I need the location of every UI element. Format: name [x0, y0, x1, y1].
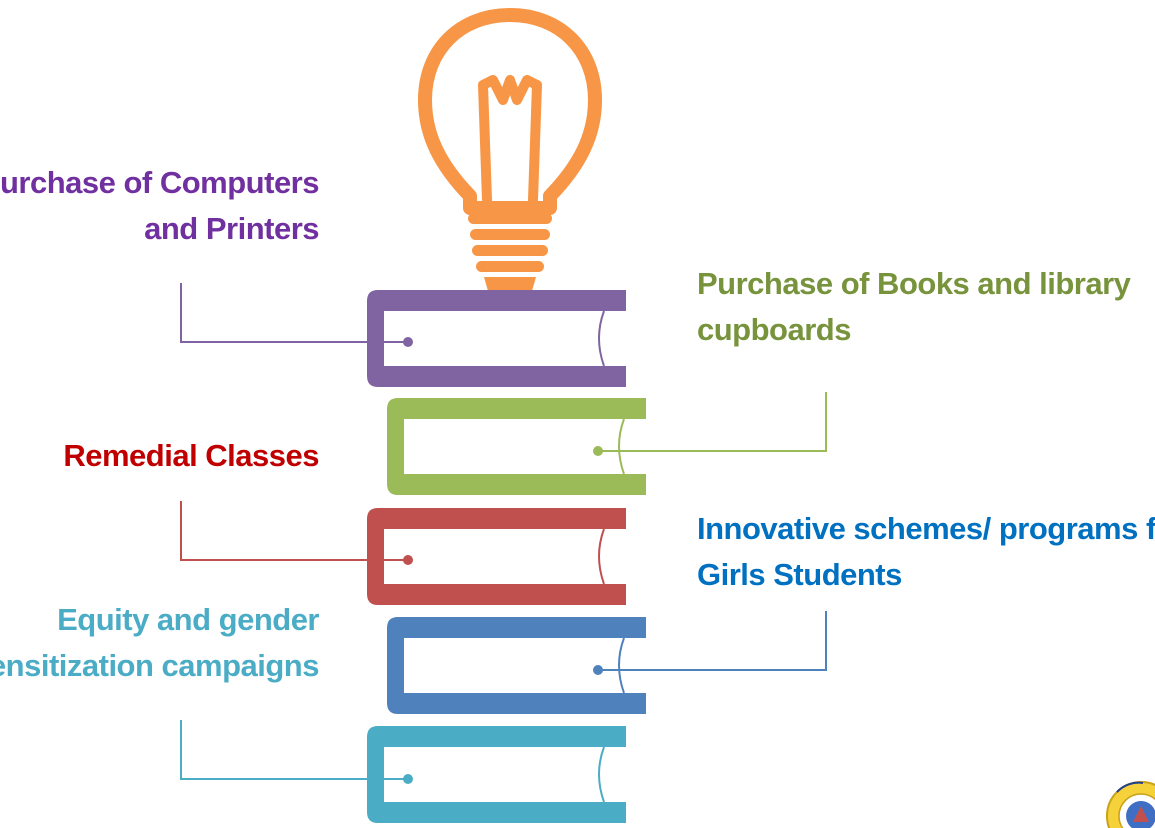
label-computers-line2: and Printers: [144, 211, 319, 246]
lightbulb-icon: [418, 8, 602, 301]
label-equity: Equity and gender sensitization campaign…: [0, 597, 319, 689]
label-books-line2: cupboards: [697, 312, 851, 347]
label-remedial-line1: Remedial Classes: [63, 438, 319, 473]
connector-books: [593, 392, 827, 456]
book-icon-remedial: [367, 508, 626, 605]
label-girls: Innovative schemes/ programs for Girls S…: [697, 506, 1155, 598]
connector-equity: [180, 720, 413, 784]
connector-computers: [180, 283, 413, 347]
label-computers: Purchase of Computers and Printers: [0, 160, 320, 252]
label-remedial: Remedial Classes: [63, 433, 319, 479]
label-equity-line1: Equity and gender: [57, 602, 319, 637]
institution-logo: [1103, 770, 1155, 828]
book-icon-girls: [387, 617, 646, 714]
label-girls-line1: Innovative schemes/ programs for: [697, 511, 1155, 546]
label-books-line1: Purchase of Books and library: [697, 266, 1131, 301]
book-icon-equity: [367, 726, 626, 823]
connector-remedial: [180, 501, 413, 565]
book-icon-computers: [367, 290, 626, 387]
label-computers-line1: Purchase of Computers: [0, 165, 320, 200]
label-girls-line2: Girls Students: [697, 557, 902, 592]
label-books: Purchase of Books and library cupboards: [697, 261, 1131, 353]
book-icon-books: [387, 398, 646, 495]
connector-girls: [593, 611, 827, 675]
label-equity-line2: sensitization campaigns: [0, 648, 319, 683]
